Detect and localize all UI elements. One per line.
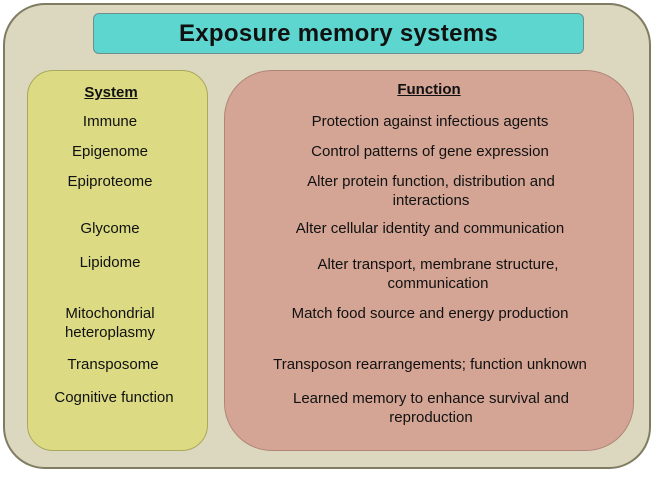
function-immune: Protection against infectious agents [311, 113, 549, 130]
function-header: Function [397, 81, 461, 98]
system-glycome: Glycome [80, 220, 140, 237]
system-epiproteome: Epiproteome [67, 173, 153, 190]
system-epigenome: Epigenome [72, 143, 148, 160]
system-header: System [84, 84, 138, 101]
system-immune: Immune [82, 113, 138, 130]
system-cognitive-function: Cognitive function [54, 389, 174, 406]
function-epiproteome-line2: interactions [392, 192, 470, 209]
function-glycome: Alter cellular identity and communicatio… [295, 220, 565, 237]
title-banner: Exposure memory systems [93, 13, 584, 54]
function-lipidome-line2: communication [387, 275, 489, 292]
function-cognitive-line2: reproduction [389, 409, 473, 426]
function-epiproteome-line1: Alter protein function, distribution and [307, 173, 555, 190]
function-epigenome: Control patterns of gene expression [311, 143, 549, 160]
function-transposome: Transposon rearrangements; function unkn… [273, 356, 587, 373]
system-mitochondrial-line1: Mitochondrial [65, 305, 155, 322]
system-lipidome: Lipidome [79, 254, 141, 271]
function-mitochondrial: Match food source and energy production [291, 305, 569, 322]
system-transposome: Transposome [67, 356, 159, 373]
system-mitochondrial-line2: heteroplasmy [64, 324, 156, 341]
function-column-panel [224, 70, 634, 451]
diagram-title: Exposure memory systems [178, 19, 499, 47]
function-lipidome-line1: Alter transport, membrane structure, [317, 256, 559, 273]
function-cognitive-line1: Learned memory to enhance survival and [293, 390, 569, 407]
system-column-panel [27, 70, 208, 451]
